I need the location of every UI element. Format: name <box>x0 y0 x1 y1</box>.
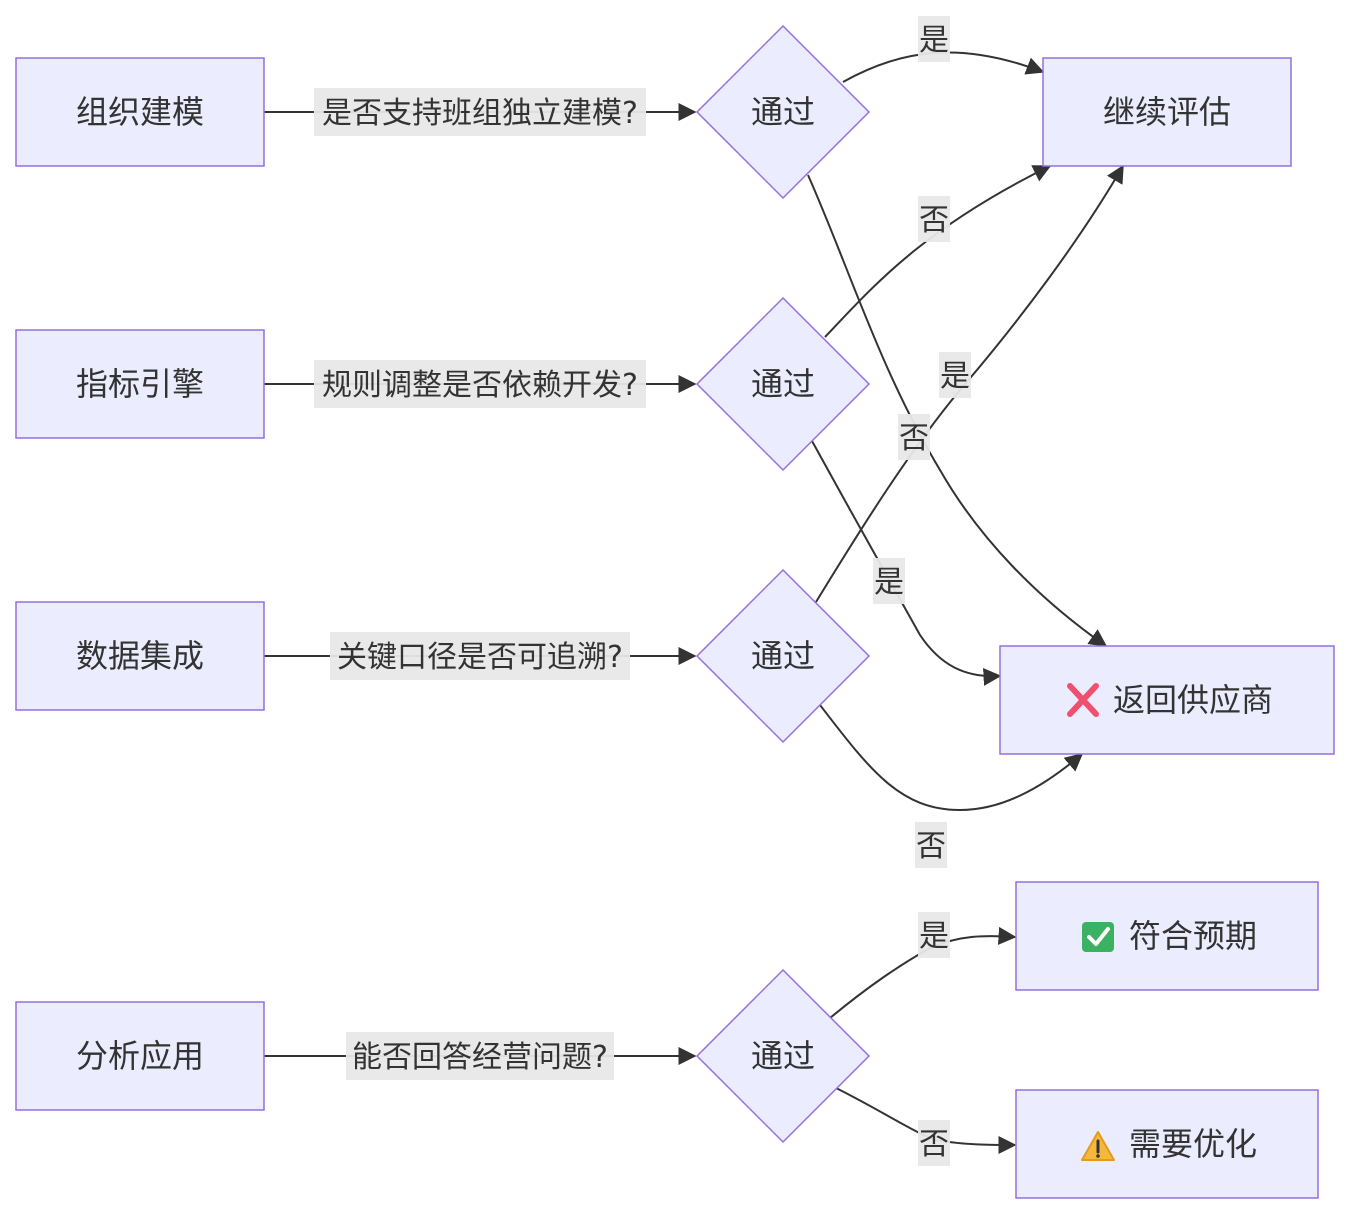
question-org: 是否支持班组独立建模? <box>314 88 646 136</box>
decision-3: 通过 <box>695 568 871 744</box>
check-mark-icon <box>1082 922 1114 952</box>
label-decision2-no-text: 否 <box>919 203 949 238</box>
edge-decision2-yes <box>811 440 1002 686</box>
label-decision1-yes: 是 <box>918 16 950 62</box>
question-analysis: 能否回答经营问题? <box>346 1032 614 1080</box>
label-decision1-no: 否 <box>898 414 930 460</box>
question-analysis-text: 能否回答经营问题? <box>352 1040 608 1075</box>
node-continue: 继续评估 <box>1042 57 1292 167</box>
node-optimize-label: 需要优化 <box>1129 1125 1257 1163</box>
decision-3-label: 通过 <box>751 637 815 675</box>
label-decision2-no: 否 <box>918 196 950 242</box>
label-decision2-yes: 是 <box>873 558 905 604</box>
decision-2: 通过 <box>695 296 871 472</box>
node-org: 组织建模 <box>15 57 265 167</box>
node-analysis: 分析应用 <box>15 1001 265 1111</box>
label-decision3-yes: 是 <box>939 352 971 398</box>
edge-decision1-no <box>807 174 1108 647</box>
decision-1: 通过 <box>695 24 871 200</box>
label-decision2-yes-text: 是 <box>874 565 904 600</box>
label-decision1-no-text: 否 <box>899 421 929 456</box>
node-data-label: 数据集成 <box>76 637 204 675</box>
question-metric-text: 规则调整是否依赖开发? <box>322 368 638 403</box>
node-metric-label: 指标引擎 <box>76 365 204 403</box>
label-decision4-yes: 是 <box>918 912 950 958</box>
label-decision3-yes-text: 是 <box>940 359 970 394</box>
node-optimize: 需要优化 <box>1015 1089 1319 1199</box>
label-decision3-no-text: 否 <box>916 829 946 864</box>
question-metric: 规则调整是否依赖开发? <box>314 360 646 408</box>
warning-icon <box>1081 1131 1115 1161</box>
question-data: 关键口径是否可追溯? <box>330 632 630 680</box>
node-meets-label: 符合预期 <box>1129 917 1257 955</box>
node-continue-label: 继续评估 <box>1103 93 1231 131</box>
edges <box>264 51 1124 1154</box>
question-org-text: 是否支持班组独立建模? <box>322 96 638 131</box>
label-decision4-yes-text: 是 <box>919 919 949 954</box>
edge-decision3-no <box>819 704 1084 812</box>
node-data: 数据集成 <box>15 601 265 711</box>
label-decision3-no: 否 <box>915 822 947 868</box>
decision-2-label: 通过 <box>751 365 815 403</box>
node-return-label: 返回供应商 <box>1113 681 1273 719</box>
decision-4-label: 通过 <box>751 1037 815 1075</box>
label-decision4-no: 否 <box>918 1120 950 1166</box>
decision-1-label: 通过 <box>751 93 815 131</box>
decision-4: 通过 <box>695 968 871 1144</box>
node-metric: 指标引擎 <box>15 329 265 439</box>
label-decision4-no-text: 否 <box>919 1127 949 1162</box>
question-data-text: 关键口径是否可追溯? <box>337 640 623 675</box>
node-analysis-label: 分析应用 <box>76 1037 204 1075</box>
node-org-label: 组织建模 <box>76 93 204 131</box>
label-decision1-yes-text: 是 <box>919 23 949 58</box>
edge-decision2-no <box>824 165 1052 338</box>
node-meets: 符合预期 <box>1015 881 1319 991</box>
node-return: 返回供应商 <box>999 645 1335 755</box>
cross-mark-icon <box>1067 683 1099 717</box>
